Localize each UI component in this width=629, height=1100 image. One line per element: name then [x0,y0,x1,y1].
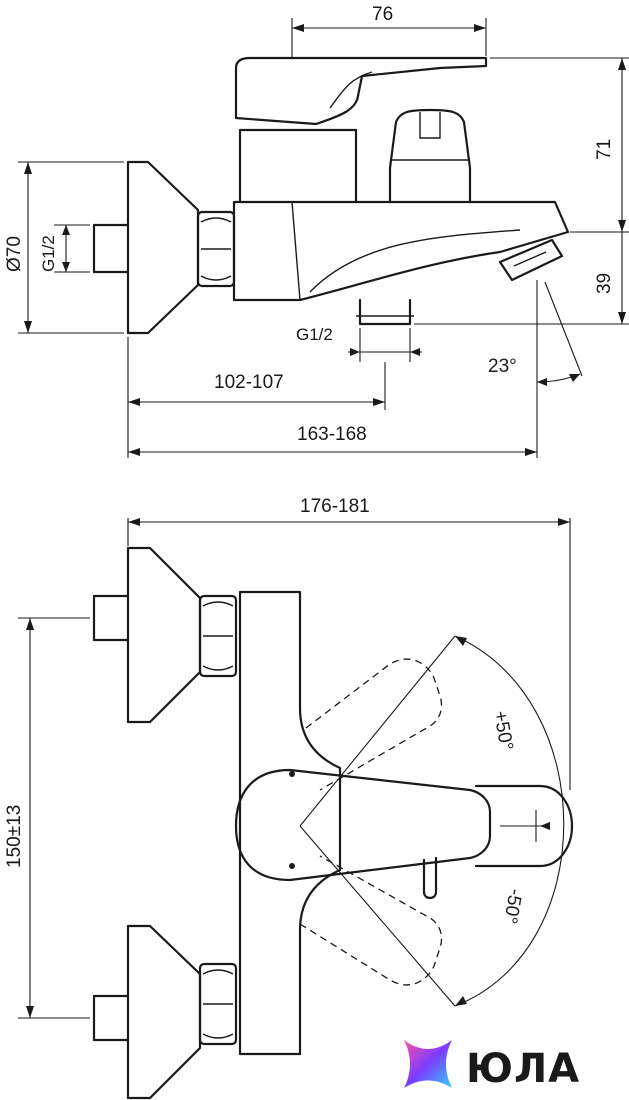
dim-centers: 150±13 [4,805,25,868]
side-outlet-pipe [358,298,412,326]
dim-spout-angle: 23° [488,356,517,377]
dim-rotation-plus: +50° [489,709,517,752]
top-spout-end [474,784,574,868]
brand-star-icon [404,1040,452,1088]
dim-height-body: 71 [594,139,615,160]
side-inlet-pipe [92,223,130,274]
lever-rotated-plus [305,658,443,791]
brand-name: ЮЛА [466,1046,580,1092]
dim-top-width: 76 [372,4,393,25]
top-dimensions: 176-181 150±13 [4,496,571,1019]
lever-rotated-minus [299,855,443,986]
top-upper-nut [198,594,238,678]
side-body [232,200,570,302]
top-lever [234,768,492,882]
top-lower-flange [126,924,202,1100]
dim-rotation-minus: -50° [499,887,526,925]
top-upper-flange [126,546,202,724]
side-lever [234,56,488,126]
top-diverter-pin [422,856,438,900]
top-lower-nut [198,962,238,1046]
side-diverter-knob [388,108,472,204]
dim-depth-spout: 163-168 [297,424,367,445]
side-view [92,56,570,335]
dim-inlet-thread: G1/2 [39,235,58,272]
dim-depth-inlet: 102-107 [214,372,284,393]
side-aerator [498,238,564,282]
side-cartridge [238,128,358,204]
top-body [238,590,342,1056]
brand-logo: ЮЛА [404,1040,580,1092]
dim-outlet-thread: G1/2 [296,325,333,344]
side-dimensions: 76 71 39 Ø70 G1/2 G1/2 [4,4,629,458]
dim-diameter: Ø70 [4,236,25,272]
top-view: +50° -50° [92,546,574,1100]
side-wall-flange [126,160,200,335]
dim-height-spout: 39 [594,273,615,294]
dim-total-depth: 176-181 [300,496,370,517]
